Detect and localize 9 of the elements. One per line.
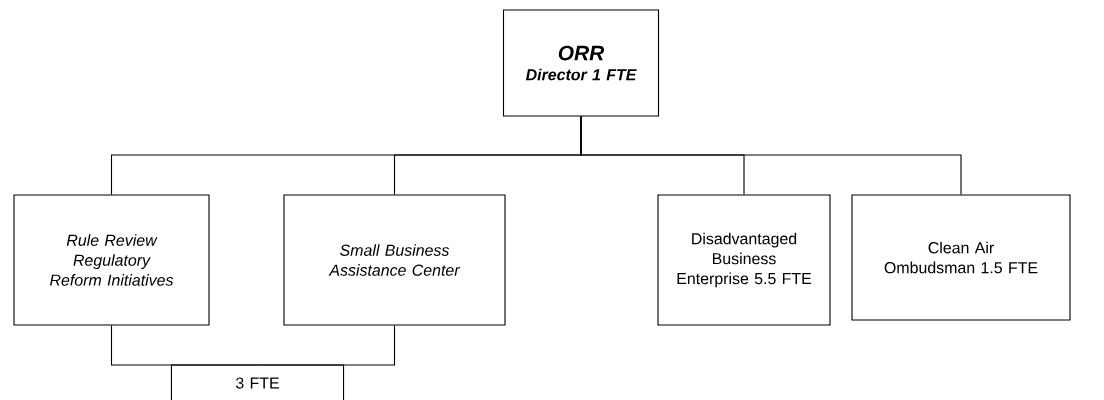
position-box: Rule Review Regulatory Reform Initiatives [13,194,210,326]
position-box: ORR Director 1 FTE [502,9,660,117]
position-box: Small Business Assistance Center [283,194,506,326]
staff-box: 3 FTE [170,364,345,400]
connector-line [256,325,396,366]
connector-line [580,116,962,195]
position-box: Disadvantaged Business Enterprise 5.5 FTE [657,194,831,326]
connector-line [110,325,259,366]
position-box: Clean Air Ombudsman 1.5 FTE [851,194,1071,321]
